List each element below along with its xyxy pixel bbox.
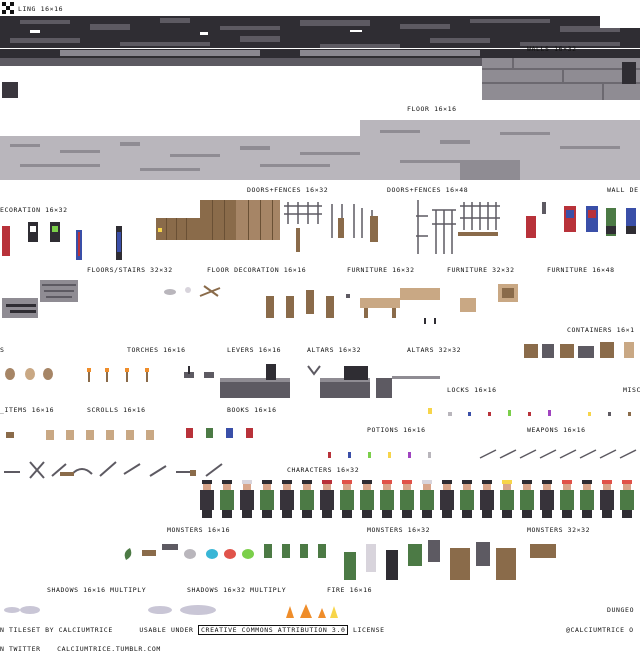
scrolls-books [6,428,253,440]
characters-row [200,480,634,518]
monsters-row [124,540,556,580]
character-sprite [440,480,454,518]
weapons-left [4,461,223,479]
fences-16x48 [416,200,500,254]
label-torches-16x16: TORCHES 16×16 [127,346,186,354]
shadows-fire [4,604,338,618]
character-sprite [560,480,574,518]
label-furniture-16x48: FURNITURE 16×48 [547,266,615,274]
levers-altars [184,364,440,398]
character-sprite [460,480,474,518]
floor-decorations [164,285,221,297]
label-monsters-16x16: MONSTERS 16×16 [167,526,231,534]
label-items-16x16: _ITEMS 16×16 [0,406,55,414]
wooden-doors [156,200,280,240]
label-s: S [0,346,5,354]
label-monsters-32x32: MONSTERS 32×32 [527,526,591,534]
floor-detail [0,120,620,180]
fences-16x32 [284,202,378,252]
torches [87,368,149,382]
character-sprite [580,480,594,518]
credits-line-1: N TILESET BY CALCIUMTRICE USABLE UNDER C… [0,625,385,635]
label-potions-16x16: POTIONS 16×16 [367,426,426,434]
character-sprite [360,480,374,518]
character-sprite [420,480,434,518]
credits-usable: USABLE UNDER [139,626,194,634]
label-wall-de: WALL DE [607,186,639,194]
label-doors-fences-16x48: DOORS+FENCES 16×48 [387,186,469,194]
wall-decoration-banners [526,202,636,238]
wall-door-tile [2,82,18,98]
character-sprite [220,480,234,518]
character-sprite [600,480,614,518]
credits-twitter: N TWITTER [0,645,41,653]
label-furniture-32x32: FURNITURE 32×32 [447,266,515,274]
checker-icon [2,2,14,14]
label-characters-16x32: CHARACTERS 16×32 [287,466,360,474]
decoration-banners [2,222,122,260]
label-locks-16x16: LOCKS 16×16 [447,386,497,394]
label-floors-stairs-32x32: FLOORS/STAIRS 32×32 [87,266,173,274]
credits-license-suffix: LICENSE [353,626,385,634]
character-sprite [400,480,414,518]
label-floor-16x16: FLOOR 16×16 [407,105,457,113]
character-sprite [320,480,334,518]
label-levers-16x16: LEVERS 16×16 [227,346,282,354]
label-dungeo: DUNGEO [607,606,635,614]
label-fire-16x16: FIRE 16×16 [327,586,373,594]
locks-misc-items [428,408,631,416]
walls-detail [0,16,640,56]
walls-light-detail [482,58,640,100]
twitter-handle[interactable]: @CALCIUMTRICE O [566,626,634,634]
walls-ledge [0,58,482,66]
character-sprite [540,480,554,518]
label-weapons-16x16: WEAPONS 16×16 [527,426,586,434]
label-books-16x16: BOOKS 16×16 [227,406,277,414]
furniture [266,284,518,324]
character-sprite [380,480,394,518]
character-sprite [200,480,214,518]
label-shadows-16x32: SHADOWS 16×32 MULTIPLY [187,586,287,594]
character-sprite [280,480,294,518]
containers [524,342,634,358]
label-scrolls-16x16: SCROLLS 16×16 [87,406,146,414]
label-altars-32x32: ALTARS 32×32 [407,346,462,354]
label-floor-decoration-16x16: FLOOR DECORATION 16×16 [207,266,307,274]
credits-line-2: N TWITTER CALCIUMTRICE.TUMBLR.COM [0,645,161,653]
sacks [5,368,53,380]
label-decoration-16x32: ECORATION 16×32 [0,206,68,214]
character-sprite [620,480,634,518]
label-altars-16x32: ALTARS 16×32 [307,346,362,354]
walls-light-block [482,58,640,100]
potions-weapons [328,449,637,459]
label-containers: CONTAINERS 16×1 [567,326,635,334]
license-link[interactable]: CREATIVE COMMONS ATTRIBUTION 3.0 [198,625,349,635]
character-sprite [480,480,494,518]
label-furniture-16x32: FURNITURE 16×32 [347,266,415,274]
stairs-tiles [2,280,78,318]
sheet-title: LING 16×16 [18,5,64,13]
character-sprite [260,480,274,518]
label-walls-16x32: WALLS 16×32 [527,45,577,53]
character-sprite [520,480,534,518]
label-shadows-16x16: SHADOWS 16×16 MULTIPLY [47,586,147,594]
credits-author: N TILESET BY CALCIUMTRICE [0,626,113,634]
character-sprite [340,480,354,518]
label-monsters-16x32: MONSTERS 16×32 [367,526,431,534]
character-sprite [240,480,254,518]
character-sprite [300,480,314,518]
label-misc: MISC [623,386,640,394]
character-sprite [500,480,514,518]
tumblr-link[interactable]: CALCIUMTRICE.TUMBLR.COM [57,645,161,653]
label-doors-fences-16x32: DOORS+FENCES 16×32 [247,186,329,194]
